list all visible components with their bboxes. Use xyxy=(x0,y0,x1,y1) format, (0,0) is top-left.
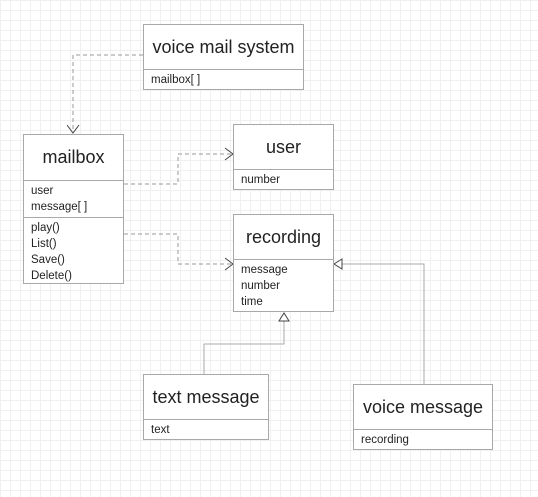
attribute-section: text xyxy=(144,420,268,440)
dependency-mailbox-to-user xyxy=(124,153,233,185)
operation-section: play() List() Save() Delete() xyxy=(24,217,123,286)
open-arrowhead-mailbox xyxy=(66,124,80,134)
class-voice-mail-system[interactable]: voice mail system mailbox[ ] xyxy=(143,24,304,90)
class-text-message[interactable]: text message text xyxy=(143,374,269,440)
class-recording[interactable]: recording message number time xyxy=(233,214,334,312)
class-voice-message[interactable]: voice message recording xyxy=(353,384,493,450)
class-mailbox[interactable]: mailbox user message[ ] play() List() Sa… xyxy=(23,134,124,284)
attribute: recording xyxy=(361,434,409,446)
attribute: message xyxy=(241,264,288,276)
operation: Delete() xyxy=(31,270,72,282)
class-name: recording xyxy=(234,215,333,260)
operation: Save() xyxy=(31,254,65,266)
attribute: number xyxy=(241,280,280,292)
attribute-section: recording xyxy=(354,430,492,450)
dependency-mailbox-to-recording xyxy=(124,233,233,265)
class-name: voice mail system xyxy=(144,25,303,70)
attribute: mailbox[ ] xyxy=(151,74,201,86)
generalization-voice-message xyxy=(342,263,425,384)
attribute-section: mailbox[ ] xyxy=(144,70,303,90)
class-name: voice message xyxy=(354,385,492,430)
class-name: text message xyxy=(144,375,268,420)
attribute-section: number xyxy=(234,170,333,190)
attribute-section: user message[ ] xyxy=(24,181,123,217)
class-name: mailbox xyxy=(24,135,123,181)
dependency-system-to-mailbox xyxy=(72,54,143,133)
hollow-triangle-voice-message xyxy=(333,258,343,270)
hollow-triangle-text-message xyxy=(278,312,290,322)
attribute: time xyxy=(241,296,263,308)
operation: play() xyxy=(31,222,60,234)
attribute: text xyxy=(151,424,170,436)
attribute-section: message number time xyxy=(234,260,333,312)
operation: List() xyxy=(31,238,57,250)
attribute: user xyxy=(31,185,54,197)
class-user[interactable]: user number xyxy=(233,124,334,190)
generalization-text-message xyxy=(203,321,285,374)
class-name: user xyxy=(234,125,333,170)
attribute: message[ ] xyxy=(31,201,88,213)
attribute: number xyxy=(241,174,280,186)
